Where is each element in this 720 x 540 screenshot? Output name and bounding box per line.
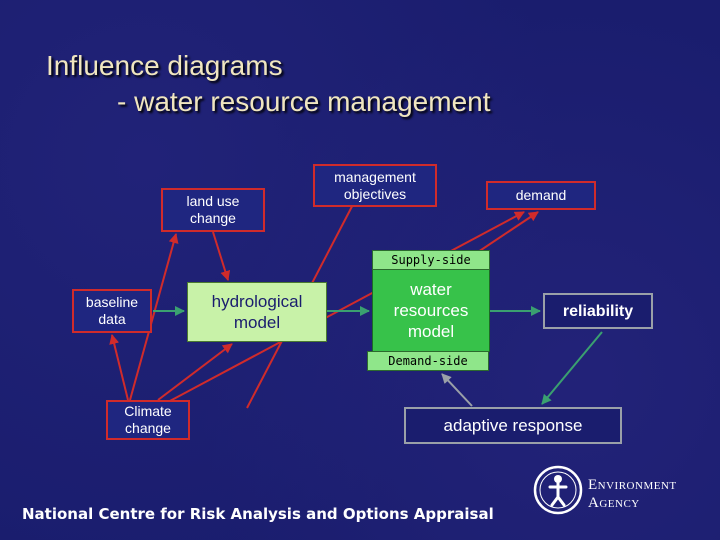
agency-name-line2: Agency: [588, 495, 640, 511]
arrow-climate-to-land-use: [129, 233, 179, 401]
arrow-land-use-to-hydro: [212, 231, 231, 281]
management-objectives-node: management objectives: [313, 164, 437, 207]
demand-side-label: Demand-side: [367, 351, 489, 371]
slide-title-line2: - water resource management: [117, 86, 491, 117]
water-resources-model-node: water resources model: [372, 268, 490, 352]
climate-change-node: Climate change: [106, 400, 190, 440]
arrow-climate-to-baseline: [109, 334, 129, 401]
demand-node: demand: [486, 181, 596, 210]
baseline-data-node: baseline data: [72, 289, 152, 333]
land-use-change-node: land use change: [161, 188, 265, 232]
arrow-water-to-demand: [477, 211, 539, 253]
reliability-node: reliability: [543, 293, 653, 329]
arrow-reliability-to-adaptive: [541, 331, 603, 405]
adaptive-response-node: adaptive response: [404, 407, 622, 444]
footer-text: National Centre for Risk Analysis and Op…: [22, 505, 494, 523]
arrow-climate-to-demand: [167, 211, 525, 403]
environment-agency-emblem-icon: [533, 465, 583, 515]
hydrological-model-node: hydrological model: [187, 282, 327, 342]
arrow-climate-to-hydro: [157, 343, 233, 401]
arrow-adaptive-to-water: [441, 373, 473, 407]
supply-side-label: Supply-side: [372, 250, 490, 270]
slide-title-line1: Influence diagrams: [46, 50, 283, 81]
agency-name-line1: Environment: [588, 477, 677, 493]
